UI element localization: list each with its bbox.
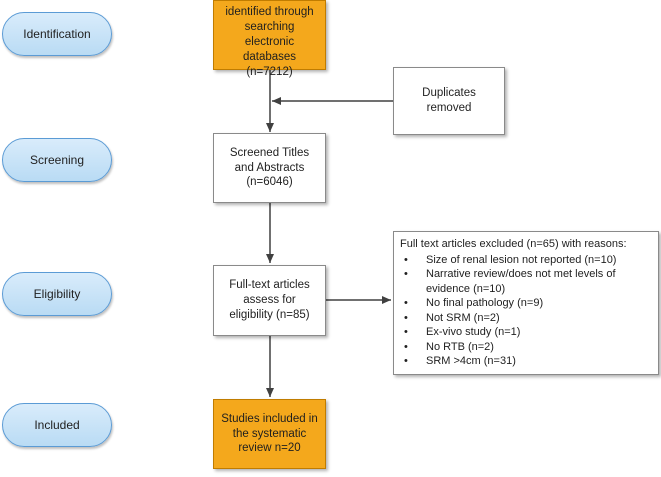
- phase-identification: Identification: [2, 12, 112, 56]
- box-fulltext-assessed-text: Full-text articles assess for eligibilit…: [229, 279, 310, 321]
- exclusion-reason: Narrative review/does not met levels of …: [400, 267, 652, 296]
- box-identified-records: Articles and titles identified through s…: [213, 0, 326, 78]
- exclusion-reason: No final pathology (n=9): [400, 296, 652, 311]
- exclusion-reasons-list: Size of renal lesion not reported (n=10)…: [400, 253, 652, 369]
- exclusion-reason: Not SRM (n=2): [400, 311, 652, 326]
- box-studies-included-text: Studies included in the systematic revie…: [221, 412, 318, 455]
- box-fulltext-excluded: Full text articles excluded (n=65) with …: [393, 231, 659, 375]
- exclusion-reason: Ex-vivo study (n=1): [400, 325, 652, 340]
- box-screened-records: Screened Titles and Abstracts (n=6046): [213, 133, 326, 203]
- box-duplicates-removed-text: Duplicates removed: [422, 87, 476, 114]
- phase-eligibility-label: Eligibility: [33, 287, 81, 301]
- phase-eligibility: Eligibility: [2, 272, 112, 316]
- box-studies-included: Studies included in the systematic revie…: [213, 399, 326, 469]
- excluded-title: Full text articles excluded (n=65) with …: [400, 238, 627, 250]
- phase-included-label: Included: [34, 418, 80, 432]
- box-duplicates-removed: Duplicates removed: [393, 67, 505, 135]
- exclusion-reason: No RTB (n=2): [400, 340, 652, 355]
- box-fulltext-assessed: Full-text articles assess for eligibilit…: [213, 265, 326, 336]
- exclusion-reason: Size of renal lesion not reported (n=10): [400, 253, 652, 268]
- phase-included: Included: [2, 403, 112, 447]
- box-screened-records-text: Screened Titles and Abstracts (n=6046): [229, 146, 310, 189]
- box-identified-records-text: Articles and titles identified through s…: [225, 0, 314, 78]
- phase-screening: Screening: [2, 138, 112, 182]
- phase-screening-label: Screening: [29, 153, 85, 167]
- phase-identification-label: Identification: [23, 27, 91, 41]
- exclusion-reason: SRM >4cm (n=31): [400, 354, 652, 369]
